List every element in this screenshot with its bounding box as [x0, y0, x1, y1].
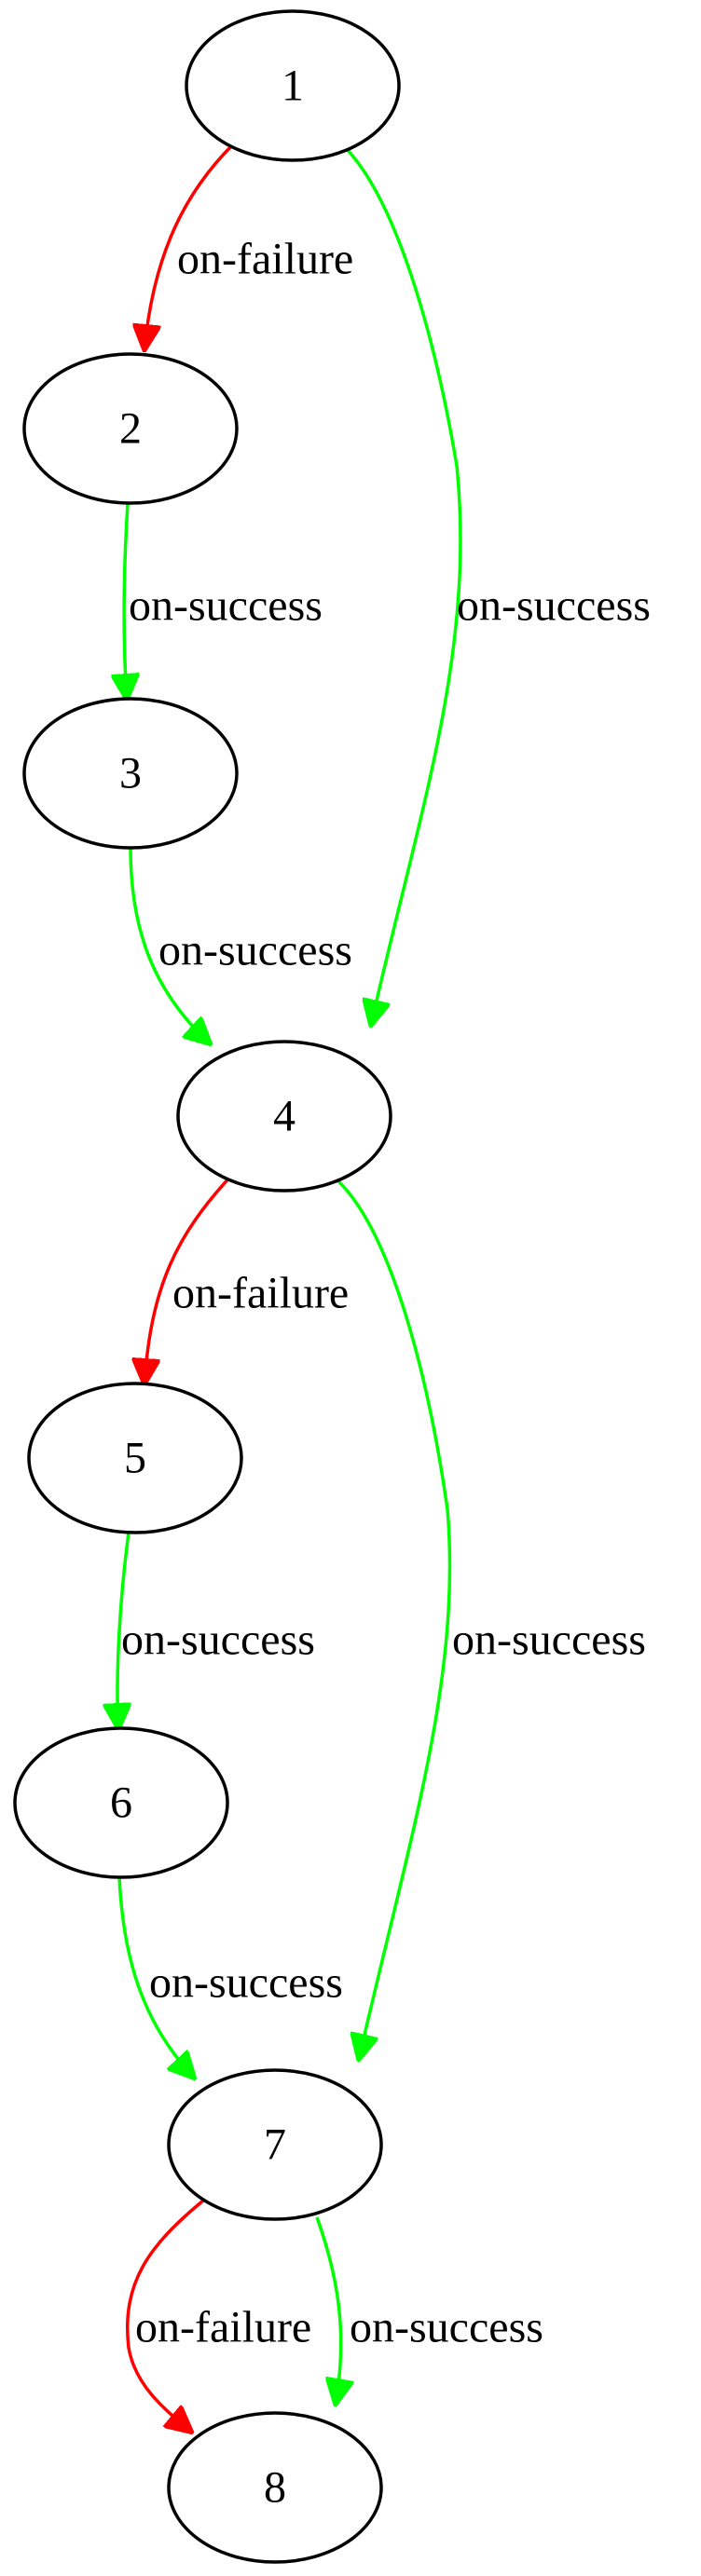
edge-1-to-4-on-success	[343, 145, 462, 1025]
node-6-label: 6	[110, 1779, 132, 1828]
node-2-label: 2	[119, 404, 142, 454]
node-8-label: 8	[264, 2463, 286, 2513]
edge-5-to-6-on-success	[117, 1532, 129, 1728]
node-1: 1	[185, 9, 401, 162]
node-5-label: 5	[124, 1434, 146, 1483]
edge-6-to-7-on-success	[117, 1876, 194, 2078]
node-6: 6	[13, 1726, 229, 1879]
edge-label-1-to-4-on-success: on-success	[457, 581, 651, 631]
edge-label-2-to-3-on-success: on-success	[129, 581, 323, 631]
node-3-ellipse	[22, 697, 239, 850]
node-4-ellipse	[176, 1040, 392, 1193]
edge-label-4-to-5-on-failure: on-failure	[172, 1269, 349, 1318]
node-3: 3	[22, 697, 239, 850]
edge-4-to-5-on-failure	[144, 1174, 233, 1383]
edge-label-6-to-7-on-success: on-success	[149, 1958, 343, 2008]
edge-label-7-to-8-on-failure: on-failure	[135, 2303, 311, 2352]
edge-label-1-to-2-on-failure: on-failure	[177, 235, 353, 284]
node-5: 5	[27, 1382, 243, 1534]
node-2-ellipse	[22, 352, 239, 505]
node-8-ellipse	[167, 2411, 383, 2564]
edge-2-to-3-on-success	[124, 502, 128, 699]
edge-4-to-7-on-success	[334, 1177, 452, 2059]
edge-label-3-to-4-on-success: on-success	[158, 926, 352, 975]
edge-labels-layer: on-failure on-success on-success on-success…	[121, 235, 651, 2352]
node-7: 7	[167, 2068, 383, 2221]
node-4-label: 4	[273, 1092, 296, 1141]
node-6-ellipse	[13, 1726, 229, 1879]
node-3-label: 3	[119, 749, 142, 798]
node-7-ellipse	[167, 2068, 383, 2221]
node-4: 4	[176, 1040, 392, 1193]
node-8: 8	[167, 2411, 383, 2564]
nodes-layer: 1 2 3 4 5 6 7 8	[13, 9, 401, 2564]
edge-7-to-8-on-failure	[126, 2199, 205, 2432]
node-1-label: 1	[282, 61, 304, 111]
edge-label-7-to-8-on-success: on-success	[350, 2303, 543, 2352]
edges-layer	[117, 143, 462, 2432]
node-5-ellipse	[27, 1382, 243, 1534]
edge-3-to-4-on-success	[129, 847, 210, 1043]
node-1-ellipse	[185, 9, 401, 162]
edge-label-4-to-7-on-success: on-success	[452, 1615, 646, 1665]
edge-label-5-to-6-on-success: on-success	[121, 1615, 315, 1665]
node-2: 2	[22, 352, 239, 505]
edge-1-to-2-on-failure	[144, 143, 235, 349]
edge-7-to-8-on-success	[315, 2216, 341, 2404]
node-7-label: 7	[264, 2120, 286, 2170]
